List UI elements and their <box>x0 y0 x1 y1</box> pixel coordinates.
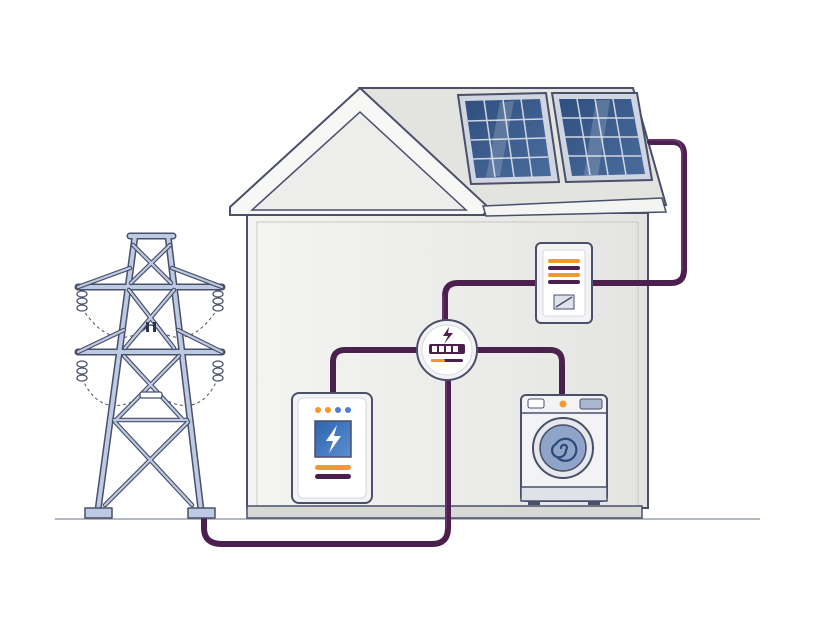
house-foundation <box>246 505 643 519</box>
transmission-tower-icon <box>74 232 226 519</box>
power-cables <box>201 139 687 547</box>
home-battery-icon <box>291 392 373 504</box>
lightning-icon <box>443 327 453 344</box>
pylon-foot-left <box>84 507 113 519</box>
washing-machine-icon <box>520 394 608 505</box>
pylon-foot-right <box>187 507 216 519</box>
house-gable <box>250 110 468 211</box>
electricity-meter-icon <box>416 319 478 381</box>
insulator-icon <box>76 290 224 382</box>
inverter-icon <box>535 242 593 324</box>
solar-panel-icon <box>456 91 654 186</box>
lightning-icon <box>326 425 341 453</box>
house-eave-trim <box>482 197 667 217</box>
